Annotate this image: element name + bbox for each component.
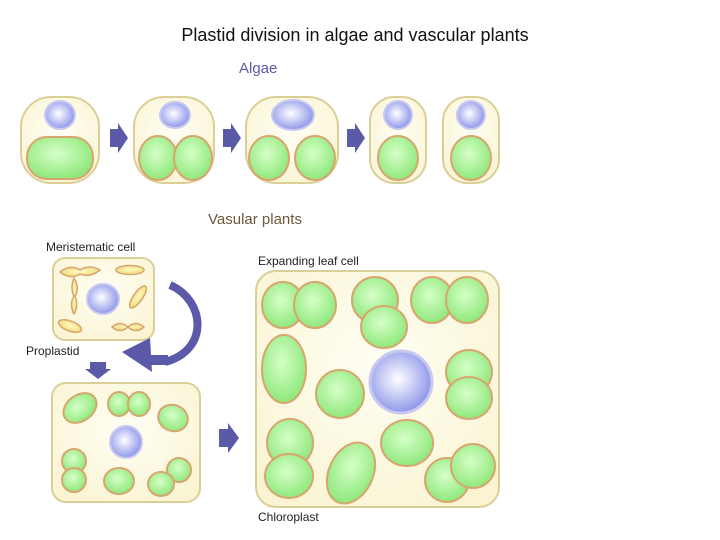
vascular-section-label: Vasular plants bbox=[208, 211, 302, 228]
proplastid bbox=[58, 266, 102, 278]
chloroplast bbox=[360, 305, 408, 349]
chloroplast bbox=[445, 276, 489, 324]
chloroplast-label: Chloroplast bbox=[258, 510, 319, 524]
meristematic-cell-label: Meristematic cell bbox=[46, 240, 136, 254]
chloroplast bbox=[26, 136, 94, 180]
chloroplast bbox=[103, 467, 135, 495]
chloroplast bbox=[450, 135, 492, 181]
arrow-icon bbox=[219, 423, 239, 453]
chloroplast bbox=[325, 441, 377, 505]
arrow-icon bbox=[223, 123, 241, 153]
nucleus bbox=[383, 100, 413, 130]
proplastid bbox=[70, 276, 78, 316]
chloroplast bbox=[380, 419, 434, 467]
chloroplast bbox=[61, 467, 87, 493]
chloroplast bbox=[450, 443, 496, 489]
chloroplast bbox=[248, 135, 290, 181]
algae-section-label: Algae bbox=[239, 60, 278, 77]
chloroplast bbox=[157, 403, 189, 433]
nucleus bbox=[86, 283, 120, 315]
algae-cell-stage-4b bbox=[442, 96, 500, 184]
nucleus bbox=[159, 101, 191, 129]
nucleus bbox=[456, 100, 486, 130]
nucleus bbox=[44, 100, 76, 130]
nucleus bbox=[109, 425, 143, 459]
nucleus bbox=[271, 99, 315, 131]
chloroplast bbox=[261, 334, 307, 404]
expanding-leaf-cell-label: Expanding leaf cell bbox=[258, 254, 359, 268]
page-title: Plastid division in algae and vascular p… bbox=[181, 25, 529, 45]
arrow-icon bbox=[347, 123, 365, 153]
algae-cell-stage-4a bbox=[369, 96, 427, 184]
chloroplast bbox=[377, 135, 419, 181]
chloroplast bbox=[138, 135, 178, 181]
algae-cell-stage-3 bbox=[245, 96, 339, 184]
intermediate-cell bbox=[51, 382, 201, 503]
proplastid bbox=[57, 319, 83, 333]
chloroplast bbox=[445, 376, 493, 420]
meristematic-cell bbox=[52, 257, 155, 341]
algae-cell-stage-2 bbox=[133, 96, 215, 184]
chloroplast bbox=[264, 453, 314, 499]
chloroplast bbox=[147, 471, 175, 497]
chloroplast bbox=[62, 392, 98, 424]
proplastid bbox=[128, 285, 148, 309]
algae-row bbox=[20, 96, 500, 184]
chloroplast bbox=[127, 391, 151, 417]
expanding-leaf-cell bbox=[255, 270, 500, 508]
curved-arrow-icon bbox=[122, 281, 202, 372]
chloroplast bbox=[107, 391, 131, 417]
chloroplast bbox=[315, 369, 365, 419]
down-arrow-icon bbox=[85, 362, 111, 379]
chloroplast bbox=[293, 281, 337, 329]
nucleus bbox=[368, 349, 434, 415]
chloroplast bbox=[173, 135, 213, 181]
arrow-icon bbox=[110, 123, 128, 153]
proplastid bbox=[110, 322, 146, 332]
chloroplast bbox=[294, 135, 336, 181]
proplastid-label: Proplastid bbox=[26, 344, 80, 358]
chloroplast bbox=[166, 457, 192, 483]
proplastid bbox=[115, 264, 145, 276]
algae-cell-stage-1 bbox=[20, 96, 100, 184]
